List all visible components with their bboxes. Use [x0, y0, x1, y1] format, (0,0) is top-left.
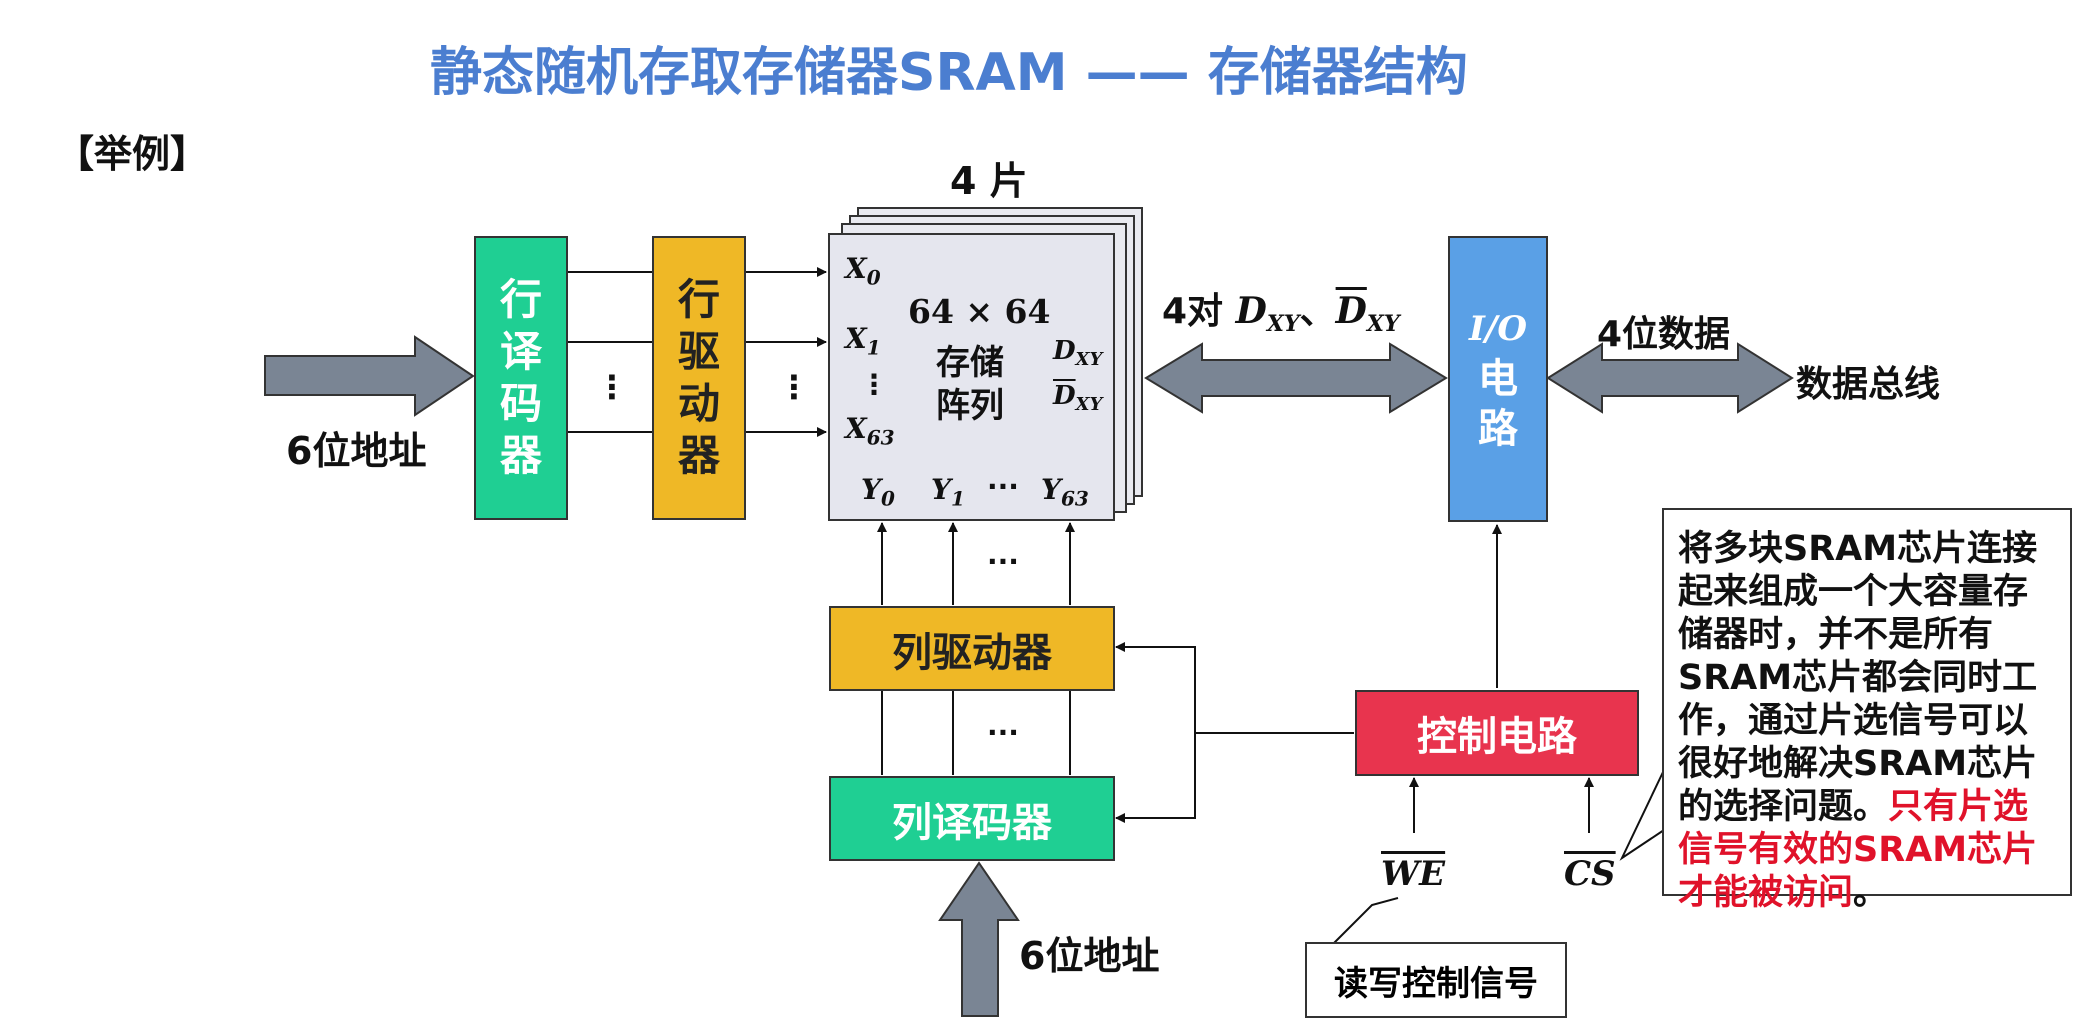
- page-title: 静态随机存取存储器SRAM —— 存储器结构: [430, 43, 1468, 103]
- note-callout-pointer: [1619, 769, 1665, 861]
- array-x0-label: X0: [845, 252, 881, 290]
- control-to-col-driver: [1115, 642, 1196, 733]
- array-y1-label: Y1: [931, 473, 965, 511]
- array-x63-label: X63: [845, 412, 895, 450]
- note-box: 将多块SRAM芯片连接起来组成一个大容量存储器时，并不是所有SRAM芯片都会同时…: [1662, 508, 2072, 913]
- rw-callout-pointer: [1332, 897, 1399, 945]
- chip-layer-front: [828, 233, 1115, 521]
- row-driver-char-2: 驱: [677, 327, 720, 376]
- note-end: 。: [1853, 873, 1889, 913]
- row-address-label: 6位地址: [286, 429, 427, 473]
- cs-signal: CS: [1564, 854, 1616, 894]
- row-decoder-char-1: 行: [499, 275, 542, 324]
- array-x-dots: ⋮: [860, 368, 888, 401]
- array-name-line2: 阵列: [936, 386, 1004, 426]
- col-driver: 列驱动器: [829, 606, 1115, 691]
- row-decoder: 行 译 码 器: [474, 236, 568, 520]
- control-to-col-decoder: [1115, 733, 1196, 823]
- array-dxy-label: DXY: [1053, 336, 1103, 371]
- driver-lines-dots: ⋮: [778, 368, 810, 406]
- col-decoder: 列译码器: [829, 776, 1115, 861]
- we-signal: WE: [1381, 854, 1446, 894]
- io-label-line2: 路: [1478, 406, 1518, 452]
- array-size: 64 × 64: [908, 292, 1051, 331]
- row-address-arrow: [264, 335, 475, 417]
- pair-label: 4对 DXY、DXY: [1162, 290, 1400, 338]
- note-highlight: 只有片选信号有效的SRAM芯片才能被访问: [1678, 787, 2038, 913]
- io-label-top: I/O: [1469, 309, 1527, 349]
- data-label: 4位数据: [1597, 314, 1731, 355]
- array-y63-label: Y63: [1041, 473, 1089, 511]
- example-label: 【举例】: [56, 132, 209, 176]
- array-io-double-arrow: [1144, 342, 1448, 414]
- col-address-arrow: [938, 861, 1020, 1017]
- array-y-dots: ···: [987, 470, 1019, 503]
- io-label-line1: 电: [1478, 356, 1518, 402]
- note-text: 将多块SRAM芯片连接起来组成一个大容量存储器时，并不是所有SRAM芯片都会同时…: [1678, 529, 2038, 827]
- col-address-label: 6位地址: [1019, 934, 1160, 978]
- row-decoder-char-3: 码: [499, 379, 542, 428]
- array-y0-label: Y0: [861, 473, 895, 511]
- array-dxy-bar-label: DXY: [1053, 381, 1103, 416]
- col-lines-dots: ···: [987, 716, 1019, 749]
- chips-label: 4 片: [950, 159, 1028, 203]
- bus-label: 数据总线: [1796, 364, 1941, 405]
- array-name-line1: 存储: [936, 343, 1004, 383]
- row-lines-dots: ⋮: [596, 368, 628, 406]
- col-arrow-dots: ···: [987, 545, 1019, 578]
- control-circuit: 控制电路: [1355, 690, 1639, 776]
- array-x1-label: X1: [845, 322, 881, 360]
- row-driver-char-3: 动: [677, 379, 720, 428]
- row-decoder-char-4: 器: [499, 431, 542, 480]
- row-decoder-char-2: 译: [499, 327, 542, 376]
- rw-signal-label: 读写控制信号: [1305, 942, 1567, 1018]
- io-bus-double-arrow: [1546, 342, 1794, 414]
- row-driver: 行 驱 动 器: [652, 236, 746, 520]
- row-driver-char-4: 器: [677, 431, 720, 480]
- row-driver-char-1: 行: [677, 275, 720, 324]
- io-circuit: I/O 电 路: [1448, 236, 1548, 522]
